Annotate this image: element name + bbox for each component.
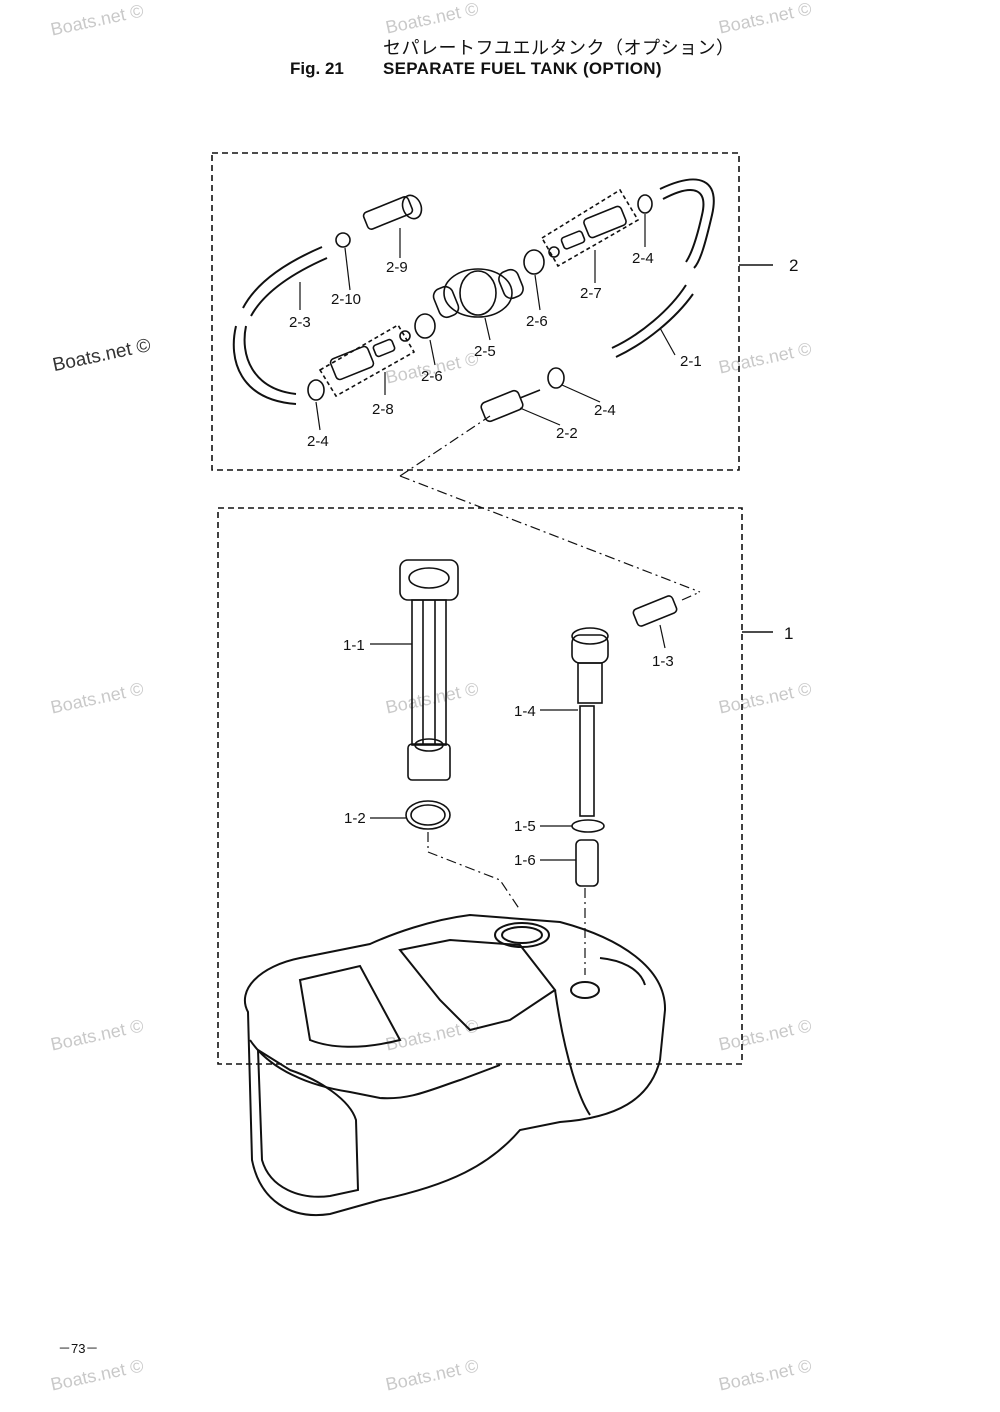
elbow-fitting-1-3	[632, 595, 678, 627]
clamp-2-4	[547, 367, 565, 389]
group-1-boundary	[217, 507, 743, 1065]
clamp-2-4	[307, 379, 325, 401]
fuel-tank-body	[243, 913, 667, 1216]
part-label-1-1: 1-1	[343, 637, 365, 654]
pickup-tube-1-4	[571, 627, 609, 817]
o-ring-1-5	[571, 819, 605, 833]
part-label-2-8: 2-8	[372, 401, 394, 418]
japanese-title: セパレートフユエルタンク（オプション）	[383, 38, 735, 59]
fitting-group-2-7	[523, 188, 640, 275]
part-label-1-4: 1-4	[514, 703, 536, 720]
part-label-2-3: 2-3	[289, 314, 311, 331]
connector-2-2	[480, 389, 541, 423]
group-2-boundary	[211, 152, 740, 471]
clamp-2-4	[637, 194, 653, 214]
part-label-1-3: 1-3	[652, 653, 674, 670]
fuel-gauge-1-1	[399, 559, 459, 781]
o-ring-1-2	[405, 800, 451, 830]
filter-1-6	[575, 839, 599, 887]
part-label-2-6: 2-6	[421, 368, 443, 385]
part-label-2-1: 2-1	[680, 353, 702, 370]
hose-2-3	[232, 246, 328, 405]
primer-bulb-2-5	[432, 268, 524, 319]
group-label-1: 1	[784, 624, 793, 643]
part-label-2-2: 2-2	[556, 425, 578, 442]
part-label-2-10: 2-10	[331, 291, 361, 308]
page-number: －73－	[58, 1341, 99, 1356]
fitting-group-2-8	[318, 313, 436, 398]
part-label-2-4: 2-4	[632, 250, 654, 267]
figure-number: Fig. 21	[290, 59, 344, 78]
figure-title: SEPARATE FUEL TANK (OPTION)	[383, 59, 662, 78]
part-label-2-4: 2-4	[307, 433, 329, 450]
label-leaders	[299, 214, 676, 861]
part-label-2-9: 2-9	[386, 259, 408, 276]
part-label-1-6: 1-6	[514, 852, 536, 869]
part-label-2-7: 2-7	[580, 285, 602, 302]
connector-2-9	[335, 194, 423, 248]
hose-2-1	[611, 178, 715, 358]
o-ring-1-2	[410, 804, 446, 826]
part-label-1-5: 1-5	[514, 818, 536, 835]
connection-lines	[399, 415, 701, 975]
part-label-2-5: 2-5	[474, 343, 496, 360]
part-label-2-4: 2-4	[594, 402, 616, 419]
part-label-2-6: 2-6	[526, 313, 548, 330]
group-label-2: 2	[789, 256, 798, 275]
part-label-1-2: 1-2	[344, 810, 366, 827]
